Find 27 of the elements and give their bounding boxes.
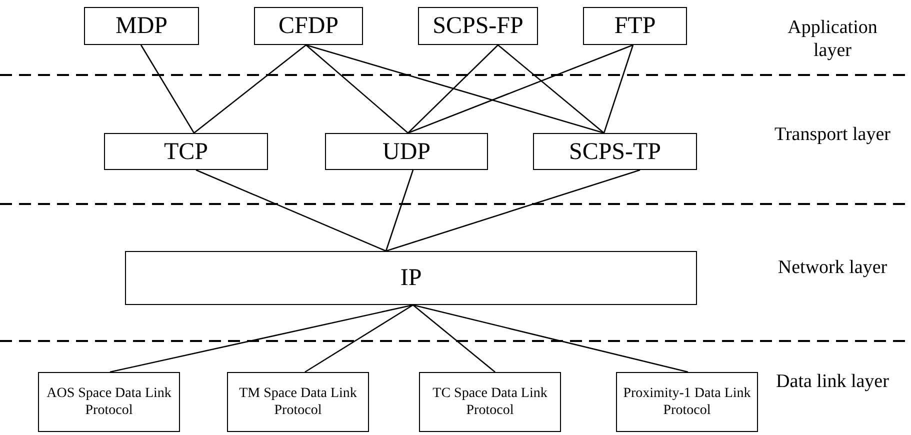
connector-line bbox=[304, 304, 414, 373]
connector-line bbox=[385, 170, 414, 252]
protocol-box: SCPS-FP bbox=[418, 7, 538, 45]
connector-line bbox=[196, 169, 386, 252]
connector-line bbox=[386, 169, 640, 252]
protocol-box: UDP bbox=[325, 133, 488, 170]
connector-line bbox=[306, 44, 408, 134]
connector-line bbox=[194, 44, 306, 134]
connector-line bbox=[110, 304, 414, 373]
protocol-box: CFDP bbox=[254, 7, 363, 45]
protocol-box: IP bbox=[125, 251, 697, 305]
connector-line bbox=[412, 304, 688, 373]
connector-line bbox=[603, 44, 634, 134]
protocol-box: SCPS-TP bbox=[533, 133, 697, 170]
connector-line bbox=[408, 44, 634, 134]
connector-line bbox=[412, 304, 496, 372]
protocol-box: Proximity-1 Data Link Protocol bbox=[616, 372, 758, 432]
protocol-box: MDP bbox=[84, 7, 199, 45]
connector-line bbox=[408, 44, 498, 134]
protocol-box: FTP bbox=[583, 7, 687, 45]
protocol-box: TM Space Data Link Protocol bbox=[227, 372, 369, 432]
protocol-box: TCP bbox=[104, 133, 268, 170]
connector-line bbox=[498, 44, 604, 134]
connector-line bbox=[306, 44, 604, 134]
protocol-box: TC Space Data Link Protocol bbox=[419, 372, 561, 432]
protocol-box: AOS Space Data Link Protocol bbox=[38, 372, 180, 432]
connector-line bbox=[140, 44, 195, 134]
